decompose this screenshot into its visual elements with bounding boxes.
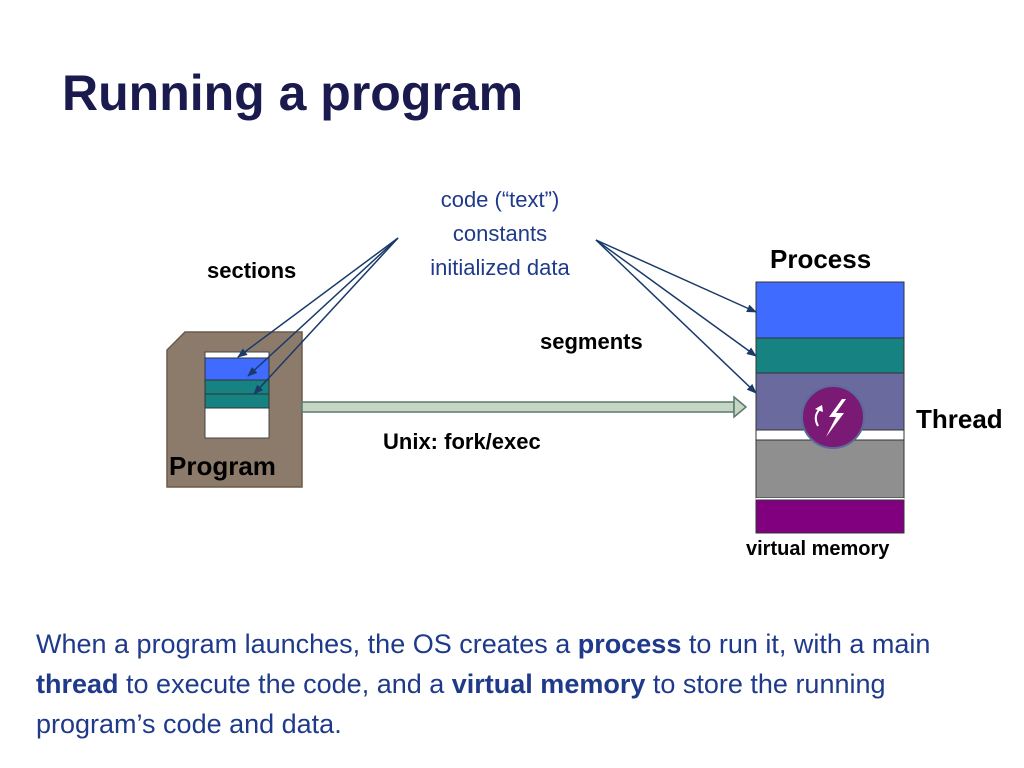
program-constants-section: [204, 379, 270, 395]
sections-arrows: [237, 237, 399, 395]
caption-process: process: [577, 629, 682, 659]
process-label: Process: [770, 244, 872, 274]
segments-arrows: [595, 239, 757, 394]
constants-label: constants: [452, 221, 548, 246]
initialized-data-label: initialized data: [430, 255, 570, 280]
program-code-section: [204, 357, 270, 381]
caption-part3: to execute the code, and a: [118, 669, 452, 699]
caption: When a program launches, the OS creates …: [36, 624, 1006, 744]
caption-part4: to store the running program’s code and …: [36, 669, 886, 739]
caption-thread: thread: [36, 669, 119, 699]
fork-exec-arrow: [301, 395, 748, 419]
caption-part2: to run it, with a main: [681, 629, 931, 659]
content-labels: code (“text”) constants initialized data: [400, 183, 600, 285]
diagram: [166, 237, 905, 534]
lightning-bolt-icon: [826, 399, 846, 437]
process-gap-2: [756, 498, 904, 500]
program-data-section: [204, 393, 270, 409]
process-constants-segment: [755, 337, 905, 374]
virtual-memory-label: virtual memory: [746, 538, 890, 560]
sections-label: sections: [207, 258, 297, 283]
slide-title: Running a program: [62, 65, 524, 121]
thread-icon: [801, 385, 865, 449]
fork-exec-label: Unix: fork/exec: [383, 429, 541, 454]
process-code-segment: [755, 281, 905, 339]
program-file-icon: [166, 331, 303, 488]
caption-virtual-memory: virtual memory: [451, 669, 646, 699]
thread-label: Thread: [916, 404, 1003, 434]
code-label: code (“text”): [440, 187, 560, 212]
program-label: Program: [169, 451, 276, 481]
segments-label: segments: [540, 329, 643, 354]
process-stack-segment: [755, 499, 905, 534]
process-memory: [755, 281, 905, 534]
caption-part1: When a program launches, the OS creates …: [36, 629, 578, 659]
